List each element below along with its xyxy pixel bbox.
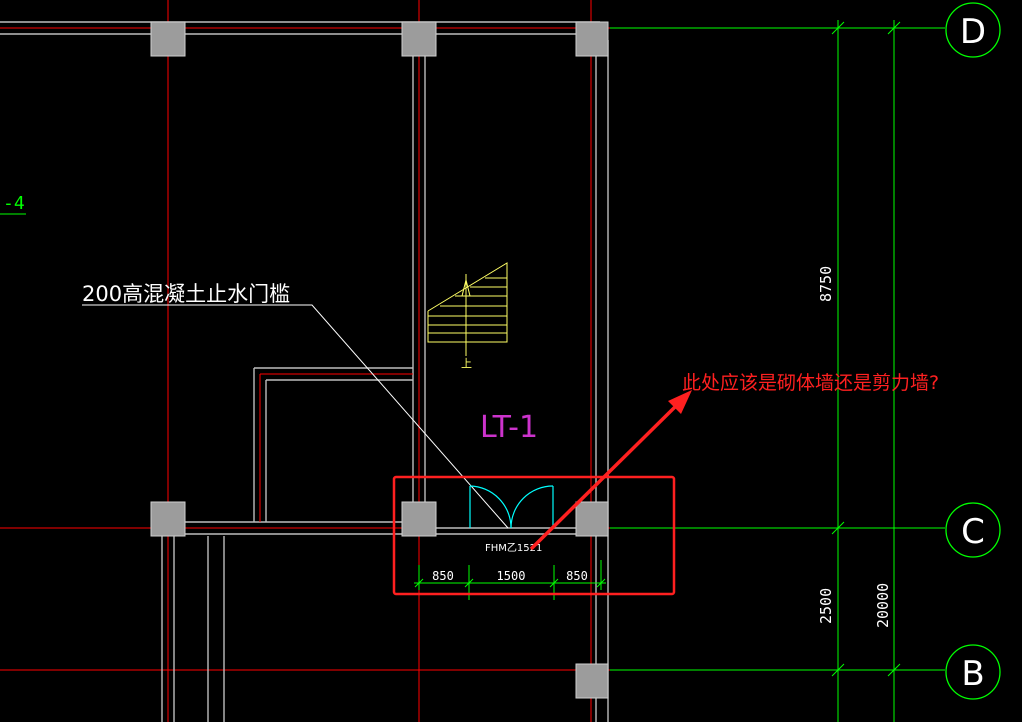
dim-tick-1 — [831, 21, 845, 35]
grid-bubble-d — [945, 2, 1001, 58]
columns — [150, 21, 609, 699]
annotation-highlight-box — [392, 475, 676, 596]
dim-tick-3 — [831, 663, 845, 677]
column-c-left — [150, 501, 186, 537]
column-c-right — [575, 501, 609, 537]
dim-tick-2 — [831, 521, 845, 535]
dim-tick-5 — [887, 663, 901, 677]
stair-arrow-head — [461, 279, 471, 297]
annotation-arrow — [529, 390, 692, 551]
stair-direction-label: 上 — [461, 357, 472, 370]
stair-symbol — [427, 262, 508, 356]
column-top-left — [150, 21, 186, 57]
left-ref-label: -4 — [3, 193, 25, 214]
grid-bubble-b — [945, 644, 1001, 700]
dim-text-20000: 20000 — [874, 583, 892, 628]
door-dim-1500: 1500 — [497, 569, 526, 583]
door-dim-tick-3 — [549, 578, 559, 588]
stair-label: LT-1 — [480, 410, 538, 445]
column-b-right — [575, 663, 609, 699]
door-dim-tick-1 — [414, 578, 424, 588]
door-arc-right — [510, 485, 554, 529]
door-swing — [469, 485, 554, 529]
dim-text-8750: 8750 — [817, 266, 835, 302]
grid-bubble-c — [945, 502, 1001, 558]
door-dim-850-right: 850 — [566, 569, 588, 583]
door-dim-850-left: 850 — [432, 569, 454, 583]
door-label: FHM乙1521 — [485, 542, 542, 554]
grid-bubble-b-label: B — [961, 654, 984, 694]
annotation-arrow-head — [668, 390, 692, 414]
annotation-question: 此处应该是砌体墙还是剪力墙? — [682, 372, 939, 394]
leader-note: 200高混凝土止水门槛 — [82, 282, 290, 306]
leader-line — [82, 304, 509, 529]
door-dim-tick-2 — [464, 578, 474, 588]
dim-tick-4 — [887, 21, 901, 35]
axis-grid — [0, 0, 945, 722]
dim-text-2500: 2500 — [817, 588, 835, 624]
grid-bubbles — [945, 2, 1001, 700]
column-c-mid — [401, 501, 437, 537]
door-arc-left — [469, 485, 512, 529]
grid-bubble-c-label: C — [961, 512, 985, 552]
door-dim-tick-4 — [596, 578, 606, 588]
dimension-lines-right — [0, 20, 945, 722]
column-top-right — [575, 21, 609, 57]
grid-bubble-d-label: D — [960, 12, 986, 52]
column-top-mid — [401, 21, 437, 57]
annotation-arrow-shaft — [529, 400, 682, 551]
stair-outline — [427, 262, 508, 343]
walls — [0, 21, 609, 722]
